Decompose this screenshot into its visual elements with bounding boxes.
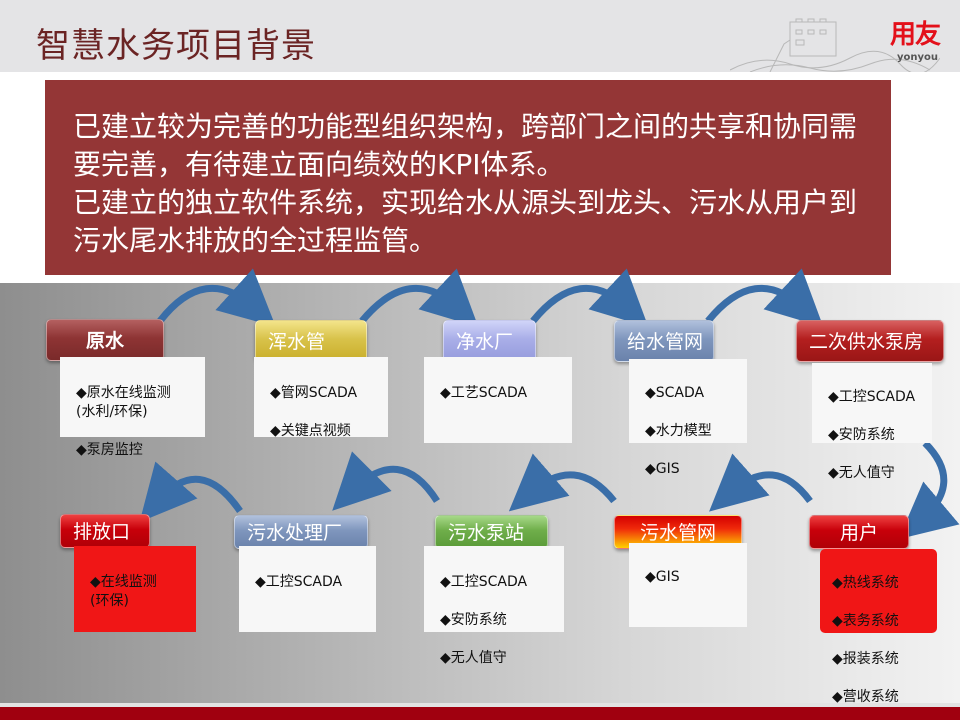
- node-label: 用户: [839, 522, 878, 544]
- intro-paragraph: 已建立的独立软件系统，实现给水从源头到龙头、污水从用户到污水尾水排放的全过程监管…: [73, 186, 858, 257]
- node-supply-network-details: ◆SCADA ◆水力模型 ◆GIS: [629, 359, 747, 477]
- node-item: ◆在线监测 (环保): [90, 574, 157, 609]
- node-sewage-pump-details: ◆工控SCADA ◆安防系统 ◆无人值守: [424, 546, 564, 666]
- flow-diagram: 原水 ◆原水在线监测 (水利/环保) ◆泵房监控 浑水管 ◆管网SCADA ◆关…: [0, 268, 960, 705]
- node-item: ◆管网SCADA: [270, 385, 358, 401]
- intro-paragraph: 已建立较为完善的功能型组织架构，跨部门之间的共享和协同需要完善，有待建立面向绩效…: [73, 110, 858, 181]
- page-title: 智慧水务项目背景: [36, 26, 316, 66]
- node-item: ◆工控SCADA: [828, 389, 916, 405]
- brand-logo: 用友 yonyou: [730, 14, 941, 72]
- logo-mark: 用友: [889, 20, 941, 50]
- node-item: ◆表务系统: [832, 613, 899, 629]
- node-item: ◆无人值守: [440, 650, 507, 666]
- node-item: ◆GIS: [645, 569, 680, 585]
- node-raw-water: 原水: [46, 319, 164, 361]
- node-item: ◆水力模型: [645, 423, 712, 439]
- node-raw-pipe: 浑水管: [255, 320, 367, 362]
- node-item: ◆报装系统: [832, 651, 899, 667]
- intro-box: 已建立较为完善的功能型组织架构，跨部门之间的共享和协同需要完善，有待建立面向绩效…: [45, 80, 891, 275]
- node-item: ◆工控SCADA: [440, 574, 528, 590]
- node-secondary-pump: 二次供水泵房: [796, 320, 944, 362]
- node-raw-pipe-details: ◆管网SCADA ◆关键点视频: [254, 357, 388, 439]
- node-sewage-network-details: ◆GIS: [629, 543, 747, 627]
- node-item: ◆安防系统: [828, 427, 895, 443]
- node-item: ◆安防系统: [440, 612, 507, 628]
- arrow-top-4: [705, 268, 824, 328]
- arrow-top-1: [157, 268, 276, 327]
- node-item: ◆热线系统: [832, 575, 899, 591]
- node-outfall-details: ◆在线监测 (环保): [74, 546, 196, 632]
- flow-arrows: [139, 268, 960, 540]
- great-wall-icon: [730, 18, 940, 72]
- node-item: ◆工艺SCADA: [440, 385, 528, 401]
- node-user-details: ◆热线系统 ◆表务系统 ◆报装系统 ◆营收系统: [820, 549, 937, 705]
- node-item: ◆原水在线监测 (水利/环保): [76, 385, 171, 420]
- logo-subtext: yonyou: [896, 52, 938, 63]
- node-outfall: 排放口: [60, 514, 150, 548]
- node-sewage-plant-details: ◆工控SCADA: [239, 546, 376, 632]
- node-secondary-pump-details: ◆工控SCADA ◆安防系统 ◆无人值守: [812, 363, 932, 481]
- node-item: ◆GIS: [645, 461, 680, 477]
- node-user: 用户: [809, 515, 909, 549]
- node-label: 污水泵站: [448, 522, 525, 544]
- arrow-right-turn: [898, 440, 960, 540]
- slide-header: 智慧水务项目背景 用友 yonyou: [0, 0, 960, 72]
- arrow-top-3: [530, 268, 649, 328]
- node-item: ◆关键点视频: [270, 423, 351, 439]
- node-item: ◆营收系统: [832, 689, 899, 705]
- node-label: 净水厂: [456, 331, 514, 353]
- node-raw-water-details: ◆原水在线监测 (水利/环保) ◆泵房监控: [60, 357, 205, 458]
- node-label: 给水管网: [627, 331, 704, 353]
- node-label: 排放口: [73, 521, 131, 543]
- arrow-bottom-2: [332, 451, 440, 511]
- node-label: 原水: [85, 330, 124, 352]
- node-item: ◆泵房监控: [76, 442, 143, 458]
- node-label: 二次供水泵房: [809, 331, 924, 353]
- arrow-bottom-3: [508, 453, 617, 512]
- arrow-bottom-4: [709, 453, 813, 512]
- footer-bar: [0, 703, 960, 720]
- node-label: 浑水管: [268, 331, 326, 353]
- node-item: ◆工控SCADA: [255, 574, 343, 590]
- node-item: ◆无人值守: [828, 465, 895, 481]
- node-sewage-pump: 污水泵站: [435, 515, 548, 549]
- node-supply-network: 给水管网: [614, 320, 714, 362]
- arrow-top-2: [359, 268, 479, 328]
- node-label: 污水管网: [639, 522, 716, 544]
- node-sewage-plant: 污水处理厂: [234, 515, 368, 549]
- arrow-bottom-1: [139, 461, 243, 523]
- node-water-plant-details: ◆工艺SCADA: [424, 357, 572, 443]
- node-item: ◆SCADA: [645, 385, 705, 401]
- node-label: 污水处理厂: [247, 522, 343, 544]
- node-water-plant: 净水厂: [443, 320, 536, 362]
